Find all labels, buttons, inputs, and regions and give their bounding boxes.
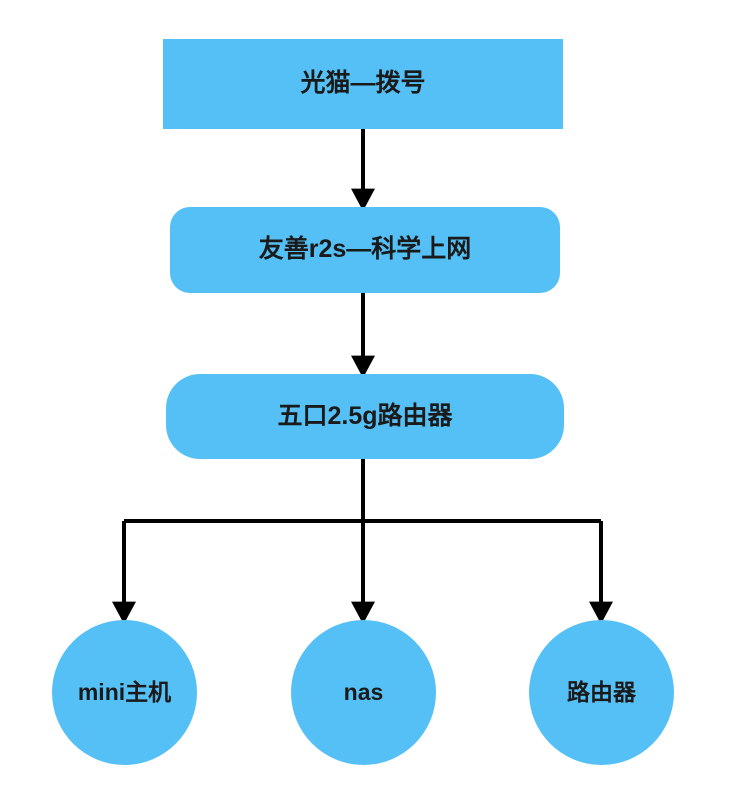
node-mini-host-label: mini主机 xyxy=(77,678,172,705)
edge-switch-trunk xyxy=(124,459,601,523)
node-r2s[interactable]: 友善r2s—科学上网 xyxy=(170,207,560,293)
node-r2s-label: 友善r2s—科学上网 xyxy=(258,235,472,264)
node-modem-label: 光猫—拨号 xyxy=(300,69,426,98)
node-switch-label: 五口2.5g路由器 xyxy=(277,401,453,430)
node-router-label: 路由器 xyxy=(567,678,636,705)
node-nas-label: nas xyxy=(343,678,384,705)
node-switch[interactable]: 五口2.5g路由器 xyxy=(166,374,564,459)
node-modem[interactable]: 光猫—拨号 xyxy=(163,39,563,129)
node-nas[interactable]: nas xyxy=(291,620,436,765)
node-mini-host[interactable]: mini主机 xyxy=(52,620,197,765)
node-router[interactable]: 路由器 xyxy=(529,620,674,765)
